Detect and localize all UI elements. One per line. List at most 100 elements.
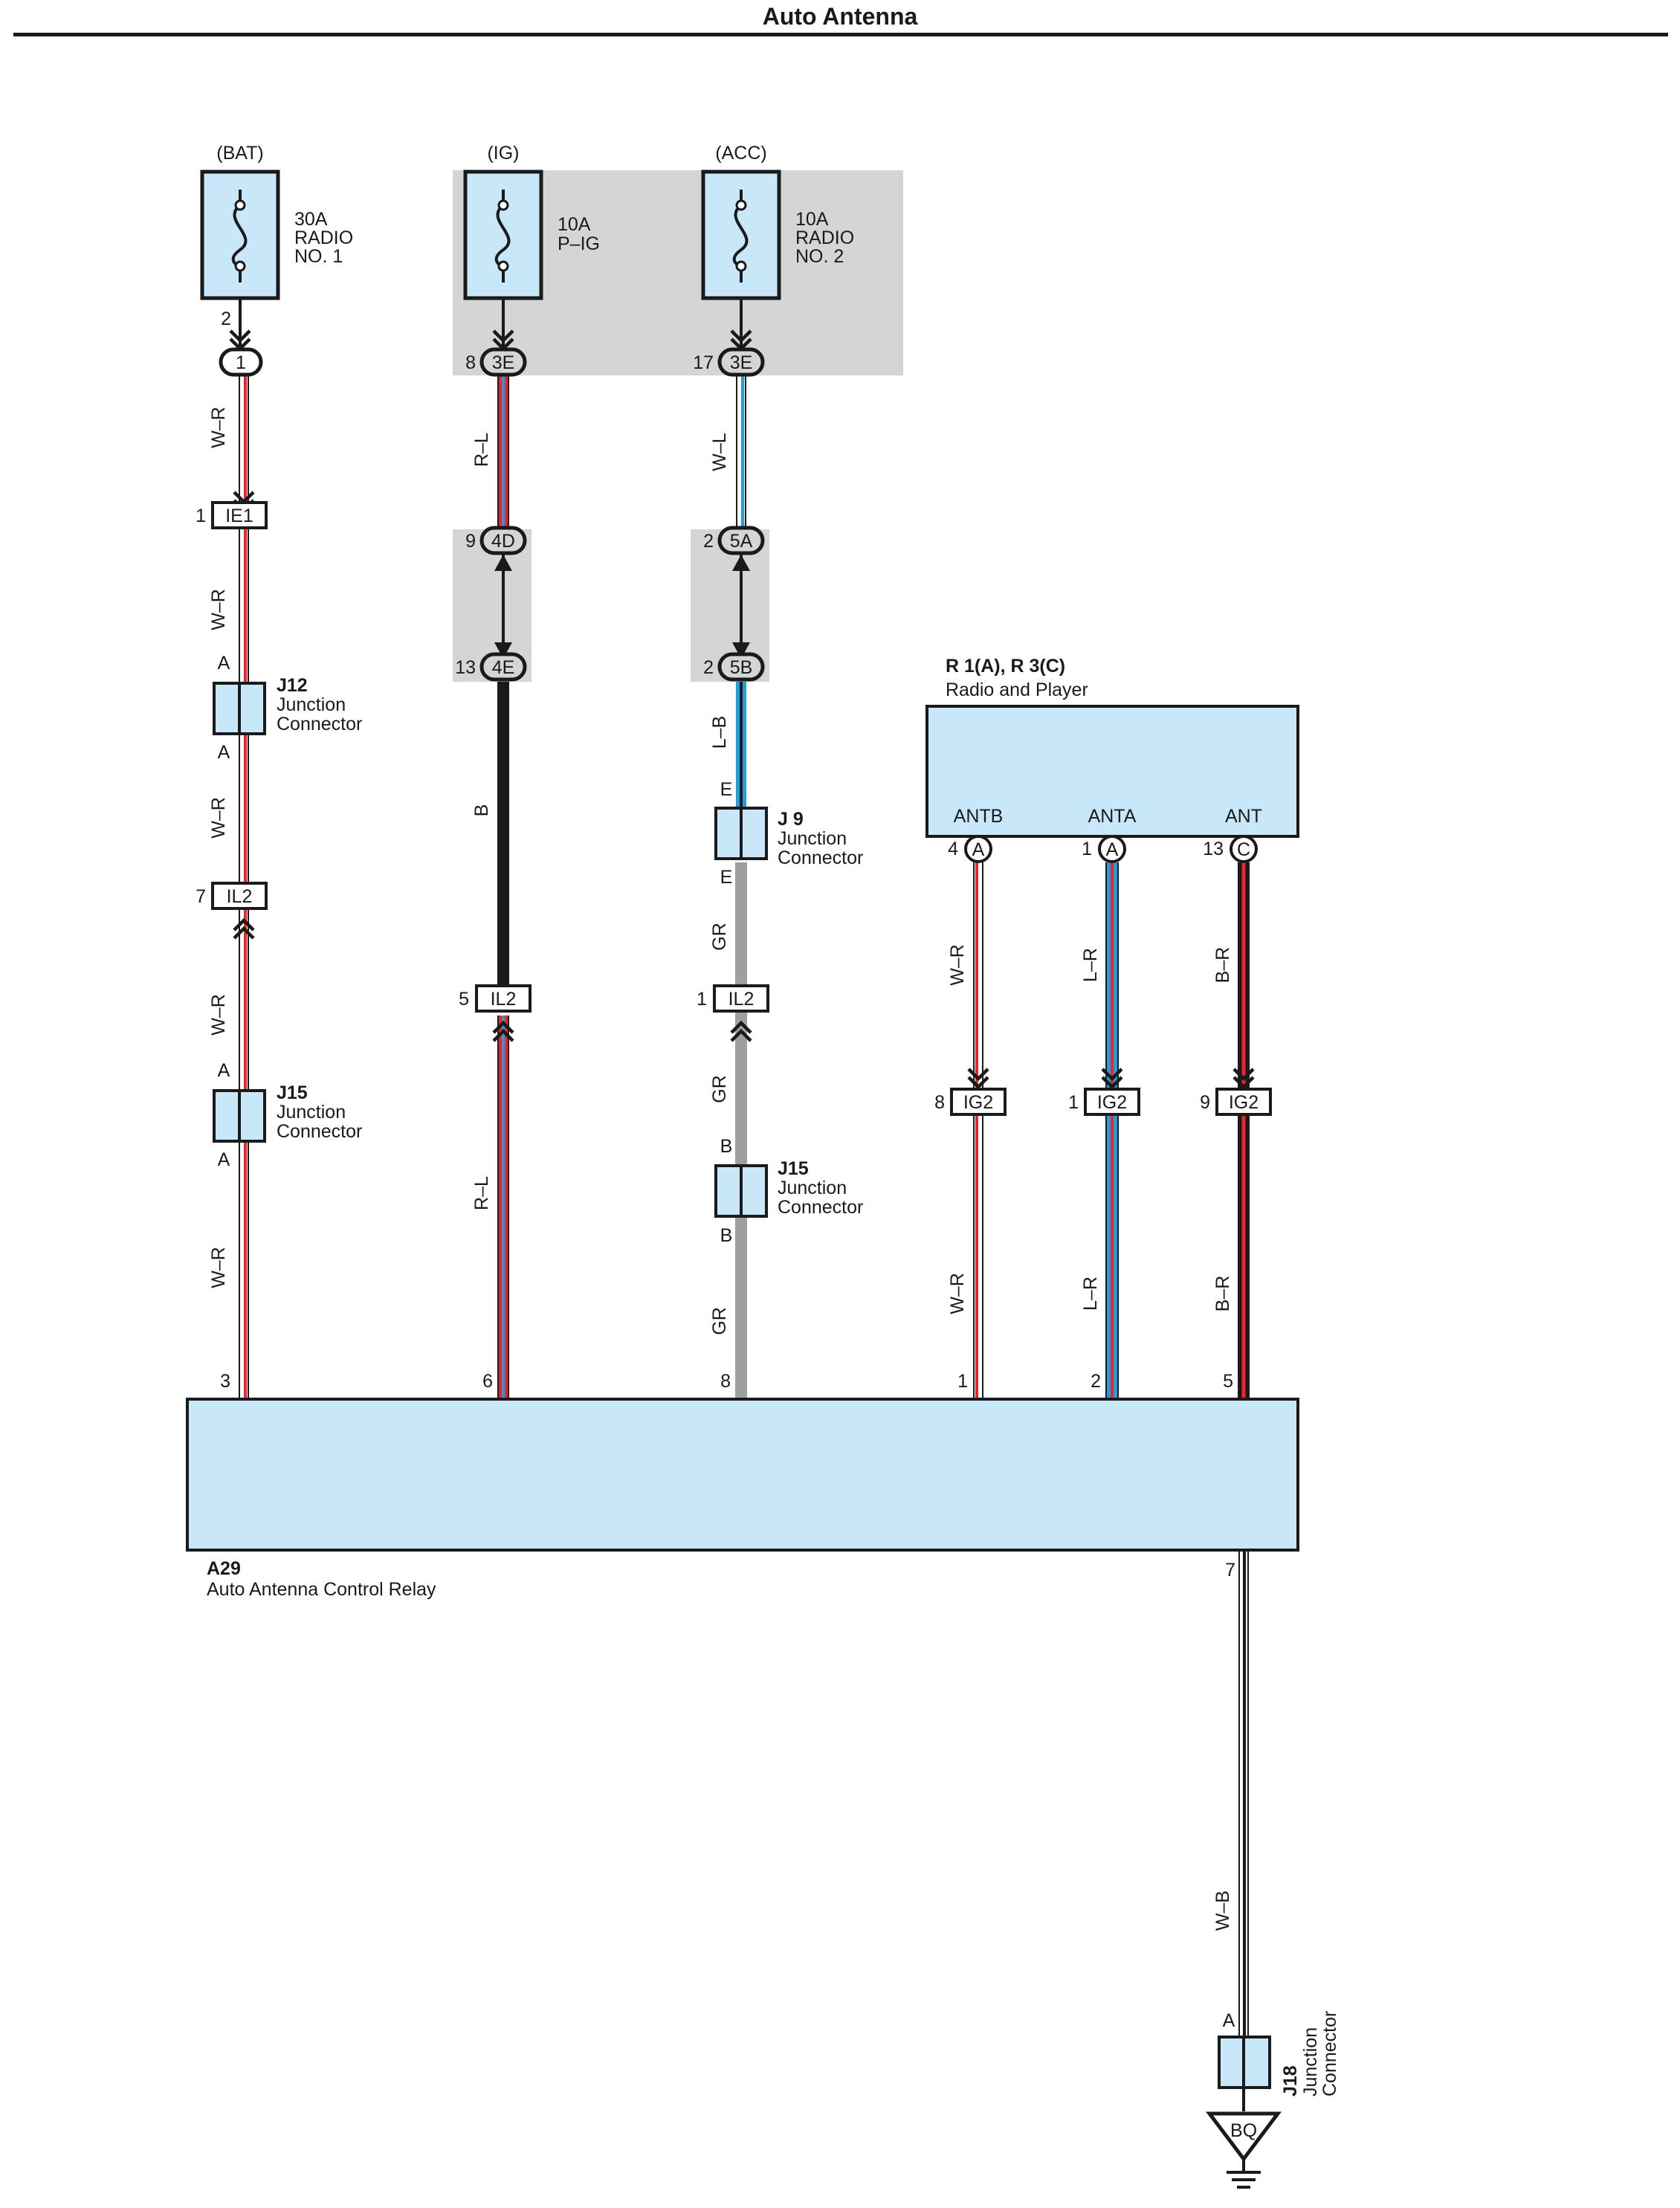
svg-text:Connector: Connector <box>1319 2011 1340 2096</box>
svg-text:1: 1 <box>697 989 707 1010</box>
fuse-radio-no1: (BAT) 30A RADIO NO. 1 <box>200 143 353 300</box>
relay-pin-2: 2 <box>1091 1371 1101 1392</box>
wire-label: W–R <box>208 1247 229 1288</box>
radio-pin-ant: 13 C <box>1203 835 1258 863</box>
radio-pin-antb: 4 A <box>948 835 992 863</box>
wire-label: L–B <box>709 716 730 749</box>
wire-w-b-ground <box>1238 1550 1249 2036</box>
svg-text:J 9: J 9 <box>778 809 804 830</box>
svg-text:IL2: IL2 <box>728 989 755 1010</box>
svg-text:Connector: Connector <box>778 1197 863 1218</box>
wire-label: W–R <box>208 994 229 1036</box>
wire-label: W–R <box>208 589 229 630</box>
svg-text:J12: J12 <box>277 675 308 696</box>
svg-text:Junction: Junction <box>1300 2027 1321 2096</box>
relay-pin-5: 5 <box>1223 1371 1233 1392</box>
connector-3e-acc: 17 3E <box>693 331 765 377</box>
svg-text:8: 8 <box>465 352 476 373</box>
fuse-radio-no2: (ACC) 10A RADIO NO. 2 <box>701 143 854 300</box>
svg-text:Radio and Player: Radio and Player <box>946 679 1088 700</box>
svg-text:5A: 5A <box>730 531 753 552</box>
svg-text:A: A <box>218 1149 230 1170</box>
svg-text:(BAT): (BAT) <box>216 143 263 164</box>
svg-text:A: A <box>218 653 230 674</box>
svg-text:1: 1 <box>196 506 206 526</box>
svg-text:NO. 1: NO. 1 <box>294 246 343 267</box>
svg-text:30A: 30A <box>294 209 328 230</box>
relay-pin-6: 6 <box>482 1371 493 1392</box>
svg-text:P–IG: P–IG <box>558 233 600 254</box>
relay-pin-3: 3 <box>220 1371 230 1392</box>
svg-text:IE1: IE1 <box>225 506 253 526</box>
relay-pin-8: 8 <box>720 1371 731 1392</box>
wire-label: GR <box>709 1075 730 1103</box>
svg-text:A: A <box>218 1060 230 1081</box>
wire-l-r-anta <box>1105 862 1119 1401</box>
svg-text:J15: J15 <box>778 1158 809 1179</box>
wire-r-l-ig-upper <box>497 375 509 533</box>
svg-text:A: A <box>1106 839 1119 860</box>
svg-text:10A: 10A <box>795 209 829 230</box>
wire-label: L–R <box>1080 1276 1101 1311</box>
svg-text:1: 1 <box>1082 839 1092 859</box>
svg-text:Junction: Junction <box>778 828 847 849</box>
svg-text:NO. 2: NO. 2 <box>795 246 844 267</box>
wire-label: W–R <box>208 407 229 448</box>
radio-pin-anta: 1 A <box>1082 835 1126 863</box>
wire-r-l-ig-lower <box>497 1016 509 1401</box>
radio-and-player: R 1(A), R 3(C) Radio and Player ANTB ANT… <box>925 656 1299 838</box>
junction-j15-acc: B B J15 Junction Connector <box>714 1136 863 1246</box>
wire-label: L–R <box>1080 948 1101 982</box>
svg-text:J18: J18 <box>1280 2065 1301 2096</box>
wire-label: W–L <box>709 433 730 471</box>
connector-il2-ig: 5 IL2 <box>459 984 532 1041</box>
wire-label: B <box>471 804 492 817</box>
svg-text:Connector: Connector <box>277 1121 362 1142</box>
connector-ie1: 1 IE1 <box>196 492 268 529</box>
wire-label: W–R <box>947 1273 968 1314</box>
wire-label: GR <box>709 923 730 951</box>
svg-text:B: B <box>720 1225 733 1246</box>
svg-text:E: E <box>720 867 733 888</box>
relay-pin-1: 1 <box>957 1371 968 1392</box>
svg-text:ANT: ANT <box>1225 806 1262 827</box>
svg-text:RADIO: RADIO <box>795 227 854 248</box>
svg-text:J15: J15 <box>277 1082 308 1103</box>
svg-text:13: 13 <box>1203 839 1224 859</box>
connector-5a: 2 5A <box>703 526 765 571</box>
svg-text:Connector: Connector <box>778 848 863 868</box>
svg-text:1: 1 <box>236 352 246 373</box>
svg-text:Auto Antenna Control Relay: Auto Antenna Control Relay <box>207 1579 436 1600</box>
svg-text:7: 7 <box>1225 1560 1235 1581</box>
wire-w-r-antb <box>973 862 983 1401</box>
svg-text:ANTA: ANTA <box>1088 806 1137 827</box>
svg-text:4D: 4D <box>491 531 515 552</box>
page-title: Auto Antenna <box>763 3 918 30</box>
connector-3e-ig: 8 3E <box>465 331 527 377</box>
connector-ig2-antb: 8 IG2 <box>934 1069 1007 1116</box>
connector-4e: 13 4E <box>455 642 527 682</box>
svg-text:IG2: IG2 <box>1229 1092 1259 1113</box>
svg-text:1: 1 <box>1068 1092 1079 1113</box>
svg-text:Connector: Connector <box>277 714 362 735</box>
auto-antenna-control-relay: A29 Auto Antenna Control Relay 7 <box>186 1398 1299 1600</box>
svg-text:17: 17 <box>693 352 714 373</box>
junction-j12: A A J12 Junction Connector <box>213 653 362 763</box>
svg-text:5B: 5B <box>730 657 753 678</box>
wire-label: W–B <box>1212 1891 1233 1931</box>
wire-label: B–R <box>1212 947 1233 984</box>
svg-text:9: 9 <box>1200 1092 1210 1113</box>
fuse-p-ig: (IG) 10A P–IG <box>463 143 600 300</box>
connector-5b: 2 5B <box>703 642 765 682</box>
svg-text:2: 2 <box>703 657 714 678</box>
svg-text:IL2: IL2 <box>227 886 253 907</box>
svg-text:E: E <box>720 779 733 800</box>
connector-il2-bat: 7 IL2 <box>196 882 268 938</box>
svg-text:9: 9 <box>465 531 476 552</box>
svg-text:7: 7 <box>196 886 206 907</box>
svg-text:C: C <box>1237 839 1250 860</box>
svg-text:3E: 3E <box>730 352 753 373</box>
svg-text:BQ: BQ <box>1230 2120 1257 2141</box>
wire-label: W–R <box>947 944 968 986</box>
